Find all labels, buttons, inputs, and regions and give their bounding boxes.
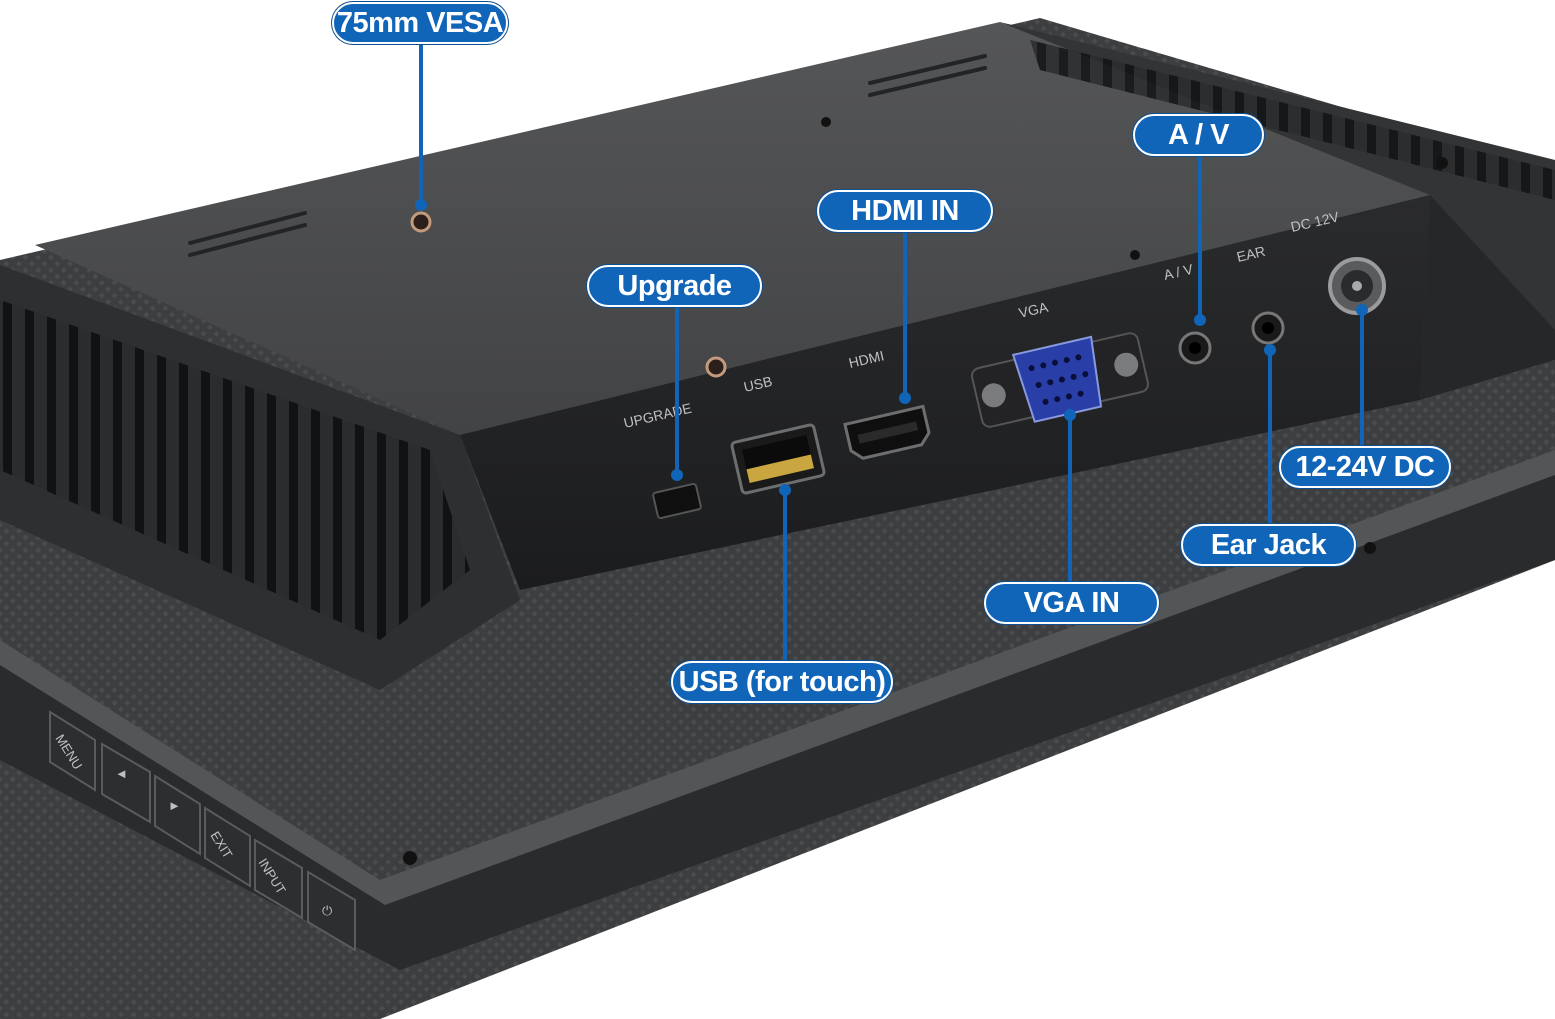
button-power-label: ⏻ — [322, 903, 332, 918]
port-label-vga: VGA — [1017, 299, 1050, 321]
port-label-usb: USB — [742, 373, 774, 395]
callout-av: A / V — [1133, 114, 1264, 156]
callout-dc-power: 12-24V DC — [1279, 446, 1451, 488]
back-panel — [35, 22, 1430, 435]
port-face — [460, 195, 1430, 590]
callout-ear-jack: Ear Jack — [1181, 524, 1356, 566]
port-label-ear: EAR — [1235, 243, 1267, 265]
port-label-av: A / V — [1162, 261, 1195, 283]
callout-hdmi-in: HDMI IN — [817, 190, 993, 232]
port-label-hdmi: HDMI — [847, 347, 885, 371]
callout-vga-in: VGA IN — [984, 582, 1159, 624]
button-right-label: ► — [168, 798, 181, 813]
callout-vesa: 75mm VESA — [332, 2, 508, 44]
button-left-label: ◄ — [115, 766, 128, 781]
callout-upgrade: Upgrade — [587, 265, 762, 307]
right-vent-wedge — [1000, 22, 1555, 330]
callout-usb-touch: USB (for touch) — [671, 661, 893, 703]
